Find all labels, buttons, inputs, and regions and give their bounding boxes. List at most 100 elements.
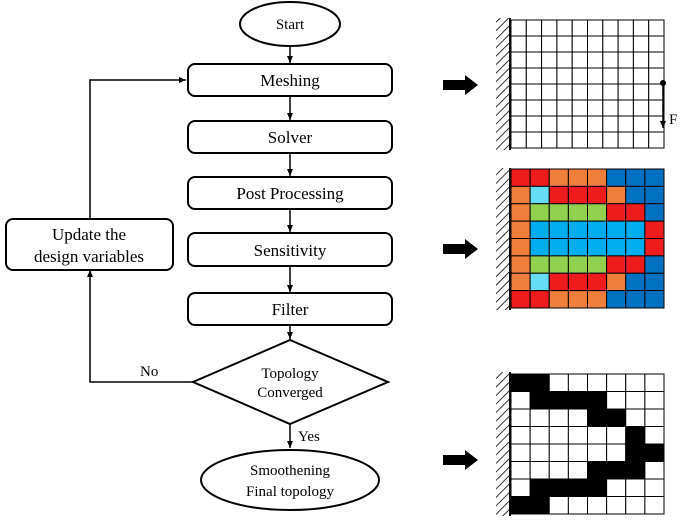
sensitivity-cell: [567, 168, 588, 187]
sensitivity-cell: [644, 185, 665, 205]
end-label-line2: Final topology: [246, 484, 334, 500]
solver-label: Solver: [268, 128, 313, 147]
mesh-cell: [541, 115, 558, 133]
topology-cell: [548, 391, 569, 410]
start-label: Start: [276, 17, 305, 33]
sensitivity-cell: [644, 220, 665, 239]
sensitivity-cell: [625, 185, 646, 205]
mesh-cell: [648, 19, 665, 37]
update-variables-step: Update the design variables: [5, 218, 174, 271]
topology-cell: [510, 408, 531, 427]
sensitivity-cell: [567, 220, 588, 239]
mesh-cell: [556, 19, 573, 37]
mesh-cell: [525, 99, 543, 117]
meshing-step: Meshing: [187, 63, 393, 97]
decision-label-line2: Converged: [257, 385, 323, 401]
sensitivity-cell: [548, 168, 569, 187]
sensitivity-cell: [587, 220, 608, 239]
start-node: Start: [239, 1, 341, 47]
sensitivity-cell: [625, 168, 646, 187]
topology-cell: [567, 426, 588, 445]
mesh-cell: [617, 51, 634, 69]
topology-cell: [587, 496, 608, 515]
topology-cell: [606, 391, 627, 410]
sensitivity-fixed-support: [496, 168, 510, 310]
sensitivity-cell: [625, 272, 646, 292]
mesh-cell: [602, 115, 619, 133]
topology-cell: [548, 461, 569, 480]
mesh-cell: [525, 67, 543, 85]
sensitivity-cell: [644, 272, 665, 292]
final-topology-panel: [496, 372, 665, 516]
mesh-cell: [541, 35, 558, 53]
no-branch-label: No: [140, 364, 158, 380]
mesh-cell: [556, 51, 573, 69]
sensitivity-cell: [644, 168, 665, 187]
topology-cell: [644, 496, 665, 515]
mesh-cell: [587, 99, 604, 117]
mesh-cell: [648, 131, 665, 149]
topology-cell: [644, 426, 665, 445]
sensitivity-cell: [587, 255, 608, 274]
sensitivity-cell: [510, 185, 531, 205]
sensitivity-cell: [606, 220, 627, 239]
topology-cell: [567, 391, 588, 410]
topology-cell: [625, 373, 646, 392]
mesh-cell: [602, 51, 619, 69]
mesh-cell: [556, 35, 573, 53]
topology-cell: [625, 496, 646, 515]
sensitivity-panel-arrow: [443, 239, 478, 259]
sensitivity-cell: [606, 203, 627, 222]
sensitivity-cell: [529, 168, 550, 187]
update-label-line2: design variables: [34, 247, 144, 266]
mesh-cell: [525, 51, 543, 69]
sensitivity-cell: [606, 238, 627, 257]
topology-cell: [606, 373, 627, 392]
sensitivity-cell: [644, 255, 665, 274]
sensitivity-cell: [548, 203, 569, 222]
sensitivity-cell: [644, 290, 665, 309]
topology-cell: [510, 391, 531, 410]
sensitivity-cell: [529, 238, 550, 257]
mesh-cell: [556, 67, 573, 85]
sensitivity-cell: [587, 168, 608, 187]
decision-label-line1: Topology: [261, 366, 319, 382]
post-processing-label: Post Processing: [236, 184, 344, 203]
sensitivity-cell: [625, 203, 646, 222]
mesh-cell: [587, 19, 604, 37]
topology-cell: [510, 443, 531, 462]
topology-cell: [625, 408, 646, 427]
mesh-cell: [648, 99, 665, 117]
topology-cell: [587, 478, 608, 497]
sensitivity-cell: [529, 290, 550, 309]
mesh-cell: [617, 131, 634, 149]
mesh-cell: [571, 99, 589, 117]
mesh-cell: [632, 51, 650, 69]
topology-cell: [606, 496, 627, 515]
mesh-cell: [556, 115, 573, 133]
mesh-cell: [541, 83, 558, 101]
end-label-line1: Smoothening: [250, 463, 331, 479]
topology-cell: [644, 373, 665, 392]
sensitivity-cell: [548, 238, 569, 257]
sensitivity-cell: [606, 255, 627, 274]
mesh-cell: [571, 35, 589, 53]
sensitivity-cell: [529, 185, 550, 205]
topology-cell: [587, 461, 608, 480]
mesh-cell: [632, 35, 650, 53]
topology-cell: [567, 496, 588, 515]
topology-cell: [529, 373, 550, 392]
sensitivity-cell: [510, 255, 531, 274]
mesh-cell: [556, 131, 573, 149]
mesh-cell: [510, 83, 527, 101]
topology-cell: [510, 373, 531, 392]
final-panel-arrow: [443, 450, 478, 470]
sensitivity-cell: [587, 185, 608, 205]
mesh-cell: [632, 83, 650, 101]
topology-cell: [587, 391, 608, 410]
topology-cell: [606, 426, 627, 445]
mesh-cell: [632, 99, 650, 117]
sensitivity-cell: [587, 238, 608, 257]
final-topology-node: Smoothening Final topology: [200, 449, 380, 511]
